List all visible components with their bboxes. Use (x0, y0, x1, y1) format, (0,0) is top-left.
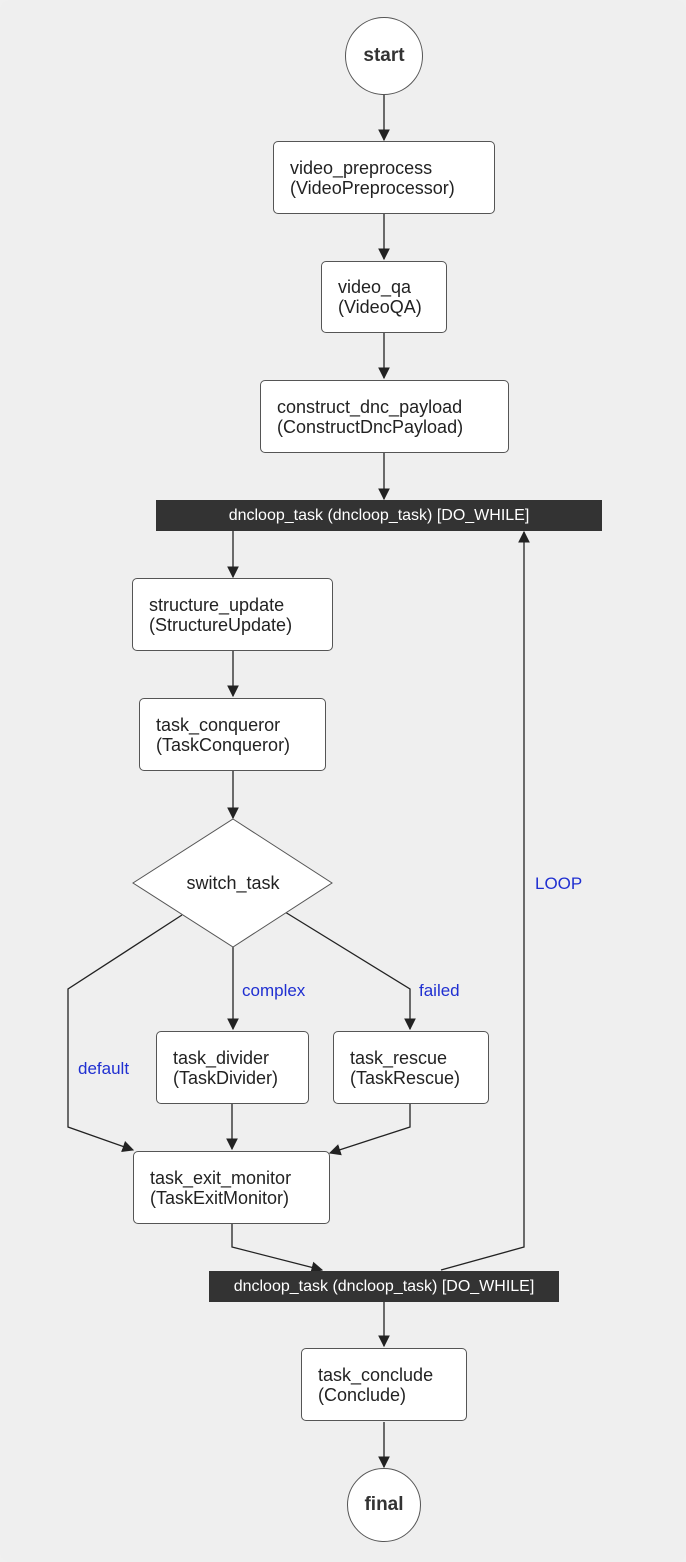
edge-switch-default (67, 914, 183, 1153)
switch-task-label: switch_task (186, 873, 280, 893)
loop-end-label: dncloop_task (dncloop_task) [DO_WHILE] (233, 1277, 535, 1295)
edge-label-failed: failed (419, 981, 460, 1000)
final-node: final (347, 1468, 421, 1542)
node-task-conclude-class: (Conclude) (318, 1384, 407, 1405)
node-structure-update-class: (StructureUpdate) (149, 614, 293, 635)
start-node: start (345, 17, 423, 95)
switch-task-diamond (132, 818, 333, 948)
node-construct-dnc-payload: construct_dnc_payload (ConstructDncPaylo… (260, 380, 509, 453)
node-video-preprocess-class: (VideoPreprocessor) (290, 177, 455, 198)
edge-label-default: default (78, 1059, 130, 1078)
loop-start-label: dncloop_task (dncloop_task) [DO_WHILE] (228, 506, 530, 524)
node-task-conclude-name: task_conclude (318, 1364, 434, 1385)
node-construct-dnc-payload-name: construct_dnc_payload (277, 396, 463, 417)
node-task-conqueror-name: task_conqueror (156, 714, 281, 735)
node-task-rescue: task_rescue (TaskRescue) (333, 1031, 489, 1104)
node-task-exit-monitor-class: (TaskExitMonitor) (150, 1187, 290, 1208)
edge-exit-monitor-to-loop-end (231, 1224, 324, 1274)
edge-label-complex: complex (242, 981, 306, 1000)
edge-loop-back (440, 530, 530, 1271)
loop-start-bar: dncloop_task (dncloop_task) [DO_WHILE] (156, 500, 602, 531)
node-structure-update-name: structure_update (149, 594, 285, 615)
node-video-qa-class: (VideoQA) (338, 297, 422, 317)
node-video-qa-name: video_qa (338, 277, 412, 297)
node-task-conqueror: task_conqueror (TaskConqueror) (139, 698, 326, 771)
edge-task-rescue-to-exit-monitor (328, 1104, 411, 1156)
node-construct-dnc-payload-class: (ConstructDncPayload) (277, 416, 464, 437)
node-task-conqueror-class: (TaskConqueror) (156, 734, 291, 755)
loop-end-bar: dncloop_task (dncloop_task) [DO_WHILE] (209, 1271, 559, 1302)
edge-switch-failed (284, 911, 416, 1031)
edge-label-loop: LOOP (535, 874, 583, 893)
node-task-rescue-name: task_rescue (350, 1047, 448, 1068)
node-video-qa: video_qa (VideoQA) (321, 261, 447, 333)
node-video-preprocess: video_preprocess (VideoPreprocessor) (273, 141, 495, 214)
node-task-exit-monitor-name: task_exit_monitor (150, 1167, 292, 1188)
node-task-rescue-class: (TaskRescue) (350, 1067, 461, 1088)
start-node-label: start (363, 45, 405, 66)
node-task-exit-monitor: task_exit_monitor (TaskExitMonitor) (133, 1151, 330, 1224)
node-task-divider-class: (TaskDivider) (173, 1067, 279, 1088)
node-task-divider-name: task_divider (173, 1047, 270, 1068)
node-task-divider: task_divider (TaskDivider) (156, 1031, 309, 1104)
final-node-label: final (364, 1494, 404, 1515)
node-task-conclude: task_conclude (Conclude) (301, 1348, 467, 1421)
node-video-preprocess-name: video_preprocess (290, 157, 433, 178)
node-structure-update: structure_update (StructureUpdate) (132, 578, 333, 651)
